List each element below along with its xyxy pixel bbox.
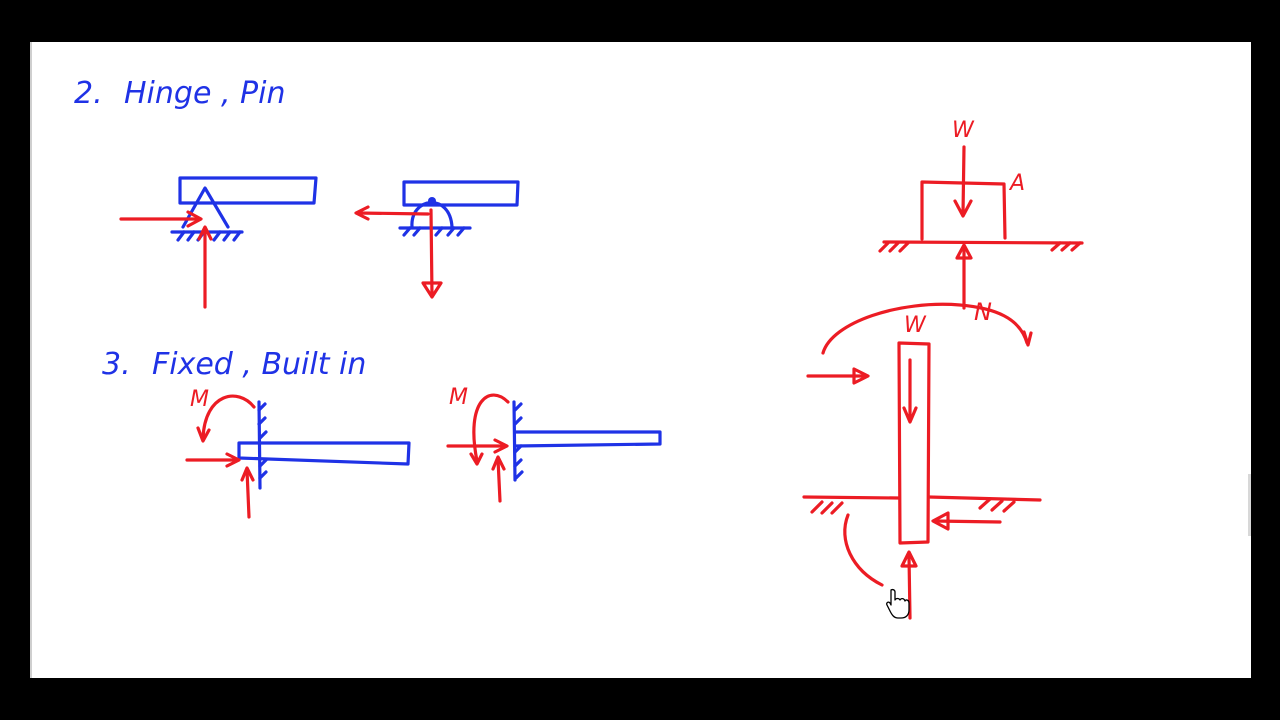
whiteboard bbox=[30, 42, 1251, 678]
fixed-support-diagram-2: M bbox=[446, 385, 662, 503]
hinge-beam bbox=[170, 176, 318, 242]
heading-hinge-number: 2. bbox=[74, 76, 103, 111]
pin-reaction-arrows bbox=[354, 205, 443, 299]
heading-fixed-number: 3. bbox=[102, 347, 131, 382]
moment-label-1: M bbox=[190, 387, 209, 412]
heading-hinge-text: Hinge , Pin bbox=[124, 76, 285, 111]
point-a-label: A bbox=[1008, 171, 1025, 196]
weight-label-post: W bbox=[904, 313, 927, 338]
fixed-reactions-1 bbox=[185, 394, 256, 519]
hinge-reaction-arrows bbox=[119, 210, 213, 309]
hand-pointer-icon bbox=[886, 588, 910, 619]
embedded-post-diagram: W bbox=[802, 302, 1042, 620]
scrollbar-thumb[interactable] bbox=[1248, 474, 1251, 536]
ground-hatching bbox=[878, 241, 1082, 253]
normal-force-label: N bbox=[974, 298, 992, 326]
fixed-beam-2 bbox=[512, 400, 662, 482]
block-on-ground-diagram: W A N bbox=[878, 118, 1084, 326]
weight-arrow bbox=[961, 145, 966, 216]
heading-fixed-text: Fixed , Built in bbox=[152, 347, 366, 382]
ground-line bbox=[882, 240, 1084, 245]
embedded-ground-hatching bbox=[810, 497, 1016, 515]
pin-support-diagram bbox=[354, 180, 520, 299]
hinge-support-diagram bbox=[119, 176, 318, 309]
moment-label-2: M bbox=[449, 385, 468, 410]
heading-fixed: 3. Fixed , Built in bbox=[102, 347, 366, 382]
fixed-reactions-2 bbox=[446, 393, 510, 503]
fixed-support-diagram-1: M bbox=[185, 387, 411, 519]
post-outline bbox=[897, 341, 931, 545]
ground-reaction-arrow bbox=[932, 519, 1002, 524]
pin-beam bbox=[398, 180, 520, 237]
fixed-beam-1 bbox=[237, 400, 411, 490]
moment-curve-top bbox=[821, 302, 1029, 355]
embedded-ground-line bbox=[802, 495, 1042, 502]
weight-label-block: W bbox=[952, 118, 975, 143]
heading-hinge-pin: 2. Hinge , Pin bbox=[74, 76, 285, 111]
moment-curve-bottom bbox=[843, 513, 884, 587]
